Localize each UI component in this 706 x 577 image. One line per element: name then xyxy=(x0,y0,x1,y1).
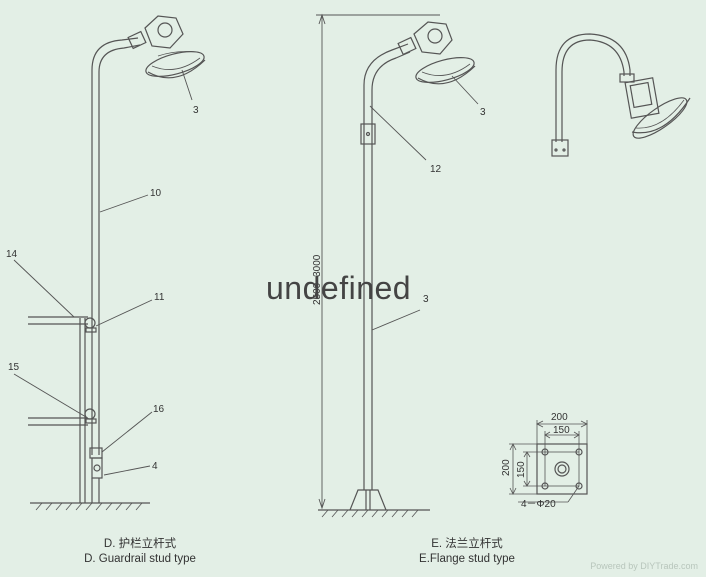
e-ground xyxy=(318,509,430,518)
callout-e-sleeve: 12 xyxy=(430,164,442,175)
callout-d-clamp-upper: 11 xyxy=(154,292,165,303)
flange-plate xyxy=(536,443,588,495)
caption-e-cn: E. 法兰立杆式 xyxy=(431,538,503,550)
callout-d-clamp-lower: 15 xyxy=(8,362,20,373)
caption-e: E. 法兰立杆式 E.Flange stud type xyxy=(372,537,562,567)
flange-outer-height: 200 xyxy=(501,459,512,476)
e-lamp-head xyxy=(397,21,476,85)
e-flange-base xyxy=(349,489,387,511)
d-ground xyxy=(30,502,150,511)
flange-dimensions xyxy=(509,420,588,503)
callout-d-lamp: 3 xyxy=(193,105,199,116)
callout-d-railing: 14 xyxy=(6,249,18,260)
d-pole xyxy=(91,37,141,455)
e-leaders xyxy=(369,75,479,331)
e-height-dimension xyxy=(316,13,440,510)
callout-d-pole: 10 xyxy=(150,188,162,199)
e-sleeve xyxy=(360,123,376,145)
flange-inner-height: 150 xyxy=(516,461,527,478)
overlay-text: undefined xyxy=(266,270,412,306)
caption-d: D. 护栏立杆式 D. Guardrail stud type xyxy=(40,537,240,567)
caption-d-cn: D. 护栏立杆式 xyxy=(103,538,177,550)
caption-d-en: D. Guardrail stud type xyxy=(84,553,196,565)
d-railing xyxy=(28,316,88,503)
caption-e-en: E.Flange stud type xyxy=(419,553,515,565)
callout-e-lamp: 3 xyxy=(480,107,486,118)
side-view-lamp xyxy=(551,33,691,157)
flange-outer-width: 200 xyxy=(551,412,568,423)
d-clamp-upper xyxy=(84,317,97,333)
pole-height-label: 2500~3000 xyxy=(312,254,323,305)
d-clamp-lower xyxy=(84,408,97,424)
flange-inner-width: 150 xyxy=(553,425,570,436)
d-base-box xyxy=(89,447,103,503)
d-lamp-head xyxy=(127,15,206,79)
flange-holes-label: 4－Φ20 xyxy=(521,499,556,510)
callout-e-pole: 3 xyxy=(423,294,429,305)
d-leaders xyxy=(13,69,193,476)
callout-d-base: 16 xyxy=(153,404,165,415)
e-pole xyxy=(363,43,411,490)
callout-d-box: 4 xyxy=(152,461,158,472)
watermark: Powered by DIYTrade.com xyxy=(590,561,698,571)
